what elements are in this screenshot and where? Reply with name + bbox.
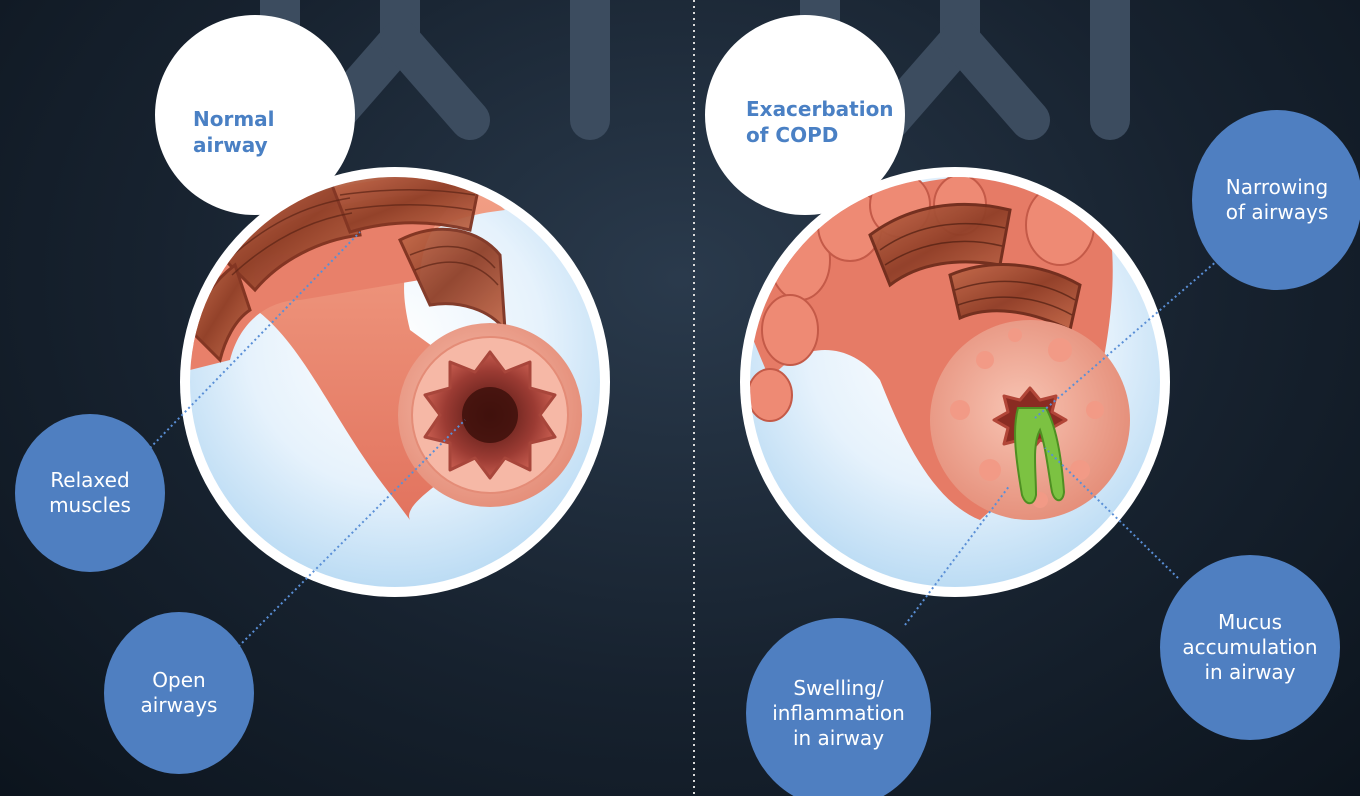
callout-mucus: Mucus accumulation in airway (1160, 555, 1340, 740)
callout-relaxed-muscles: Relaxed muscles (15, 414, 165, 572)
callout-swelling: Swelling/ inflammation in airway (746, 618, 931, 796)
callout-swelling-label: Swelling/ inflammation in airway (772, 676, 905, 751)
callout-narrowing-label: Narrowing of airways (1226, 175, 1329, 225)
callout-narrowing: Narrowing of airways (1192, 110, 1360, 290)
copd-title: Exacerbation of COPD (746, 96, 894, 148)
callout-relaxed-muscles-label: Relaxed muscles (49, 468, 131, 518)
callout-mucus-label: Mucus accumulation in airway (1182, 610, 1317, 685)
callout-open-airways: Open airways (104, 612, 254, 774)
normal-airway-title: Normal airway (193, 106, 275, 158)
callout-open-airways-label: Open airways (141, 668, 218, 718)
